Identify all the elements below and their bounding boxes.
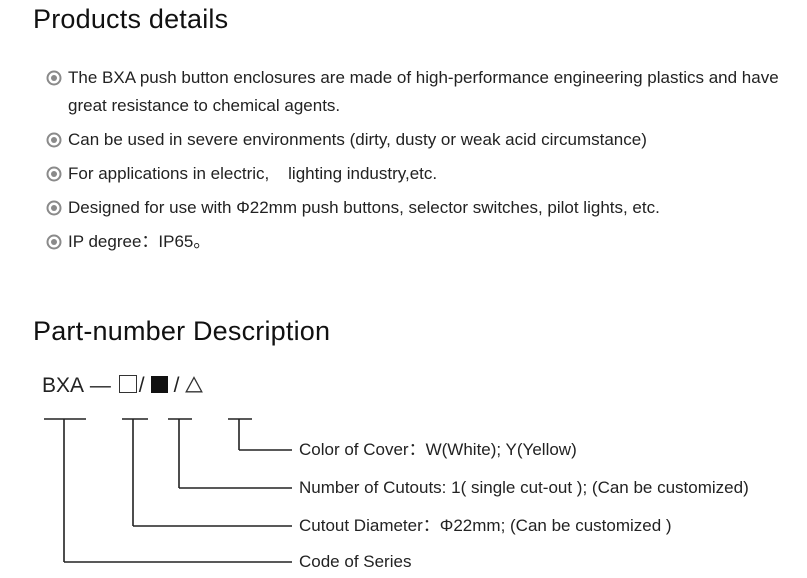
- feature-item: Can be used in severe environments (dirt…: [46, 126, 796, 154]
- feature-text: For applications in electric, lighting i…: [68, 164, 438, 183]
- part-number-description-title: Part-number Description: [33, 316, 331, 346]
- code-dash: —: [89, 374, 111, 397]
- cutout-diameter-label: Cutout Diameter：Φ22mm; (Can be customize…: [299, 516, 672, 535]
- feature-item: The BXA push button enclosures are made …: [46, 64, 796, 120]
- feature-text: Can be used in severe environments (dirt…: [68, 130, 647, 149]
- circle-bullet-icon: [46, 70, 62, 86]
- feature-text: Designed for use with Φ22mm push buttons…: [68, 198, 660, 217]
- cover-color-placeholder-icon: [185, 376, 204, 393]
- code-of-series-label: Code of Series: [299, 552, 412, 571]
- code-slash: /: [173, 374, 180, 397]
- feature-text: IP degree：IP65。: [68, 232, 211, 251]
- color-of-cover-label: Color of Cover：W(White); Y(Yellow): [299, 440, 577, 459]
- circle-bullet-icon: [46, 132, 62, 148]
- number-of-cutouts-label: Number of Cutouts: 1( single cut-out ); …: [299, 478, 749, 497]
- circle-bullet-icon: [46, 234, 62, 250]
- feature-item: Designed for use with Φ22mm push buttons…: [46, 194, 796, 222]
- circle-bullet-icon: [46, 166, 62, 182]
- code-slash: /: [138, 374, 145, 397]
- part-number-code: BXA — / /: [42, 372, 204, 400]
- cutout-diameter-placeholder-icon: [118, 375, 137, 393]
- product-features-list: The BXA push button enclosures are made …: [46, 64, 796, 256]
- feature-item: For applications in electric, lighting i…: [46, 160, 796, 188]
- products-details-title: Products details: [33, 4, 229, 34]
- feature-text: The BXA push button enclosures are made …: [68, 68, 779, 115]
- cutout-count-placeholder-icon: [150, 376, 168, 393]
- feature-item: IP degree：IP65。: [46, 228, 796, 256]
- circle-bullet-icon: [46, 200, 62, 216]
- series-code: BXA: [42, 374, 85, 397]
